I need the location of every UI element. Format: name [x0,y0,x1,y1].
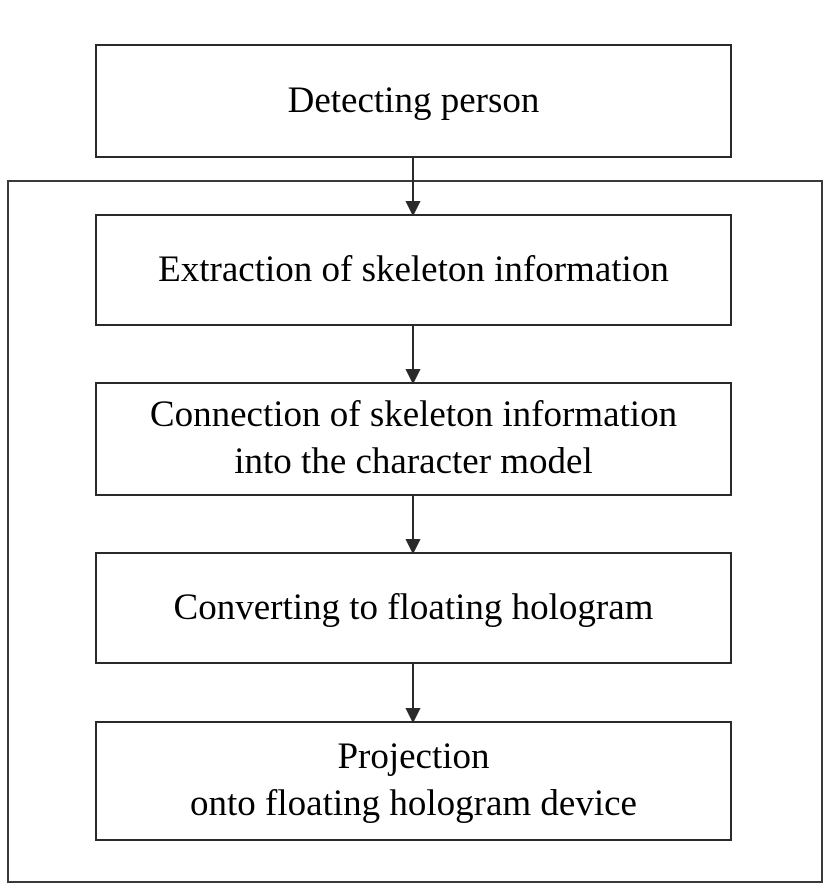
step-connection-skeleton: Connection of skeleton information into … [95,382,732,496]
processing-group-frame [7,180,823,883]
step-converting-hologram-label: Converting to floating hologram [173,586,654,628]
step-extraction-skeleton-label: Extraction of skeleton information [158,248,669,290]
step-extraction-skeleton: Extraction of skeleton information [95,214,732,326]
step-connection-skeleton-line-1: Connection of skeleton information [149,394,678,436]
step-projection-device: Projection onto floating hologram device [95,721,732,841]
arrow-3-head [405,539,421,555]
arrow-4-head [405,708,421,724]
step-connection-skeleton-line-2: into the character model [234,441,593,482]
arrow-2-head [405,369,421,385]
step-detecting-person: Detecting person [95,44,732,158]
step-detecting-person-label: Detecting person [287,79,540,121]
arrow-1-head [405,201,421,217]
step-projection-device-line-2: onto floating hologram device [190,783,637,824]
step-projection-device-line-1: Projection [337,736,490,778]
step-converting-hologram: Converting to floating hologram [95,552,732,664]
